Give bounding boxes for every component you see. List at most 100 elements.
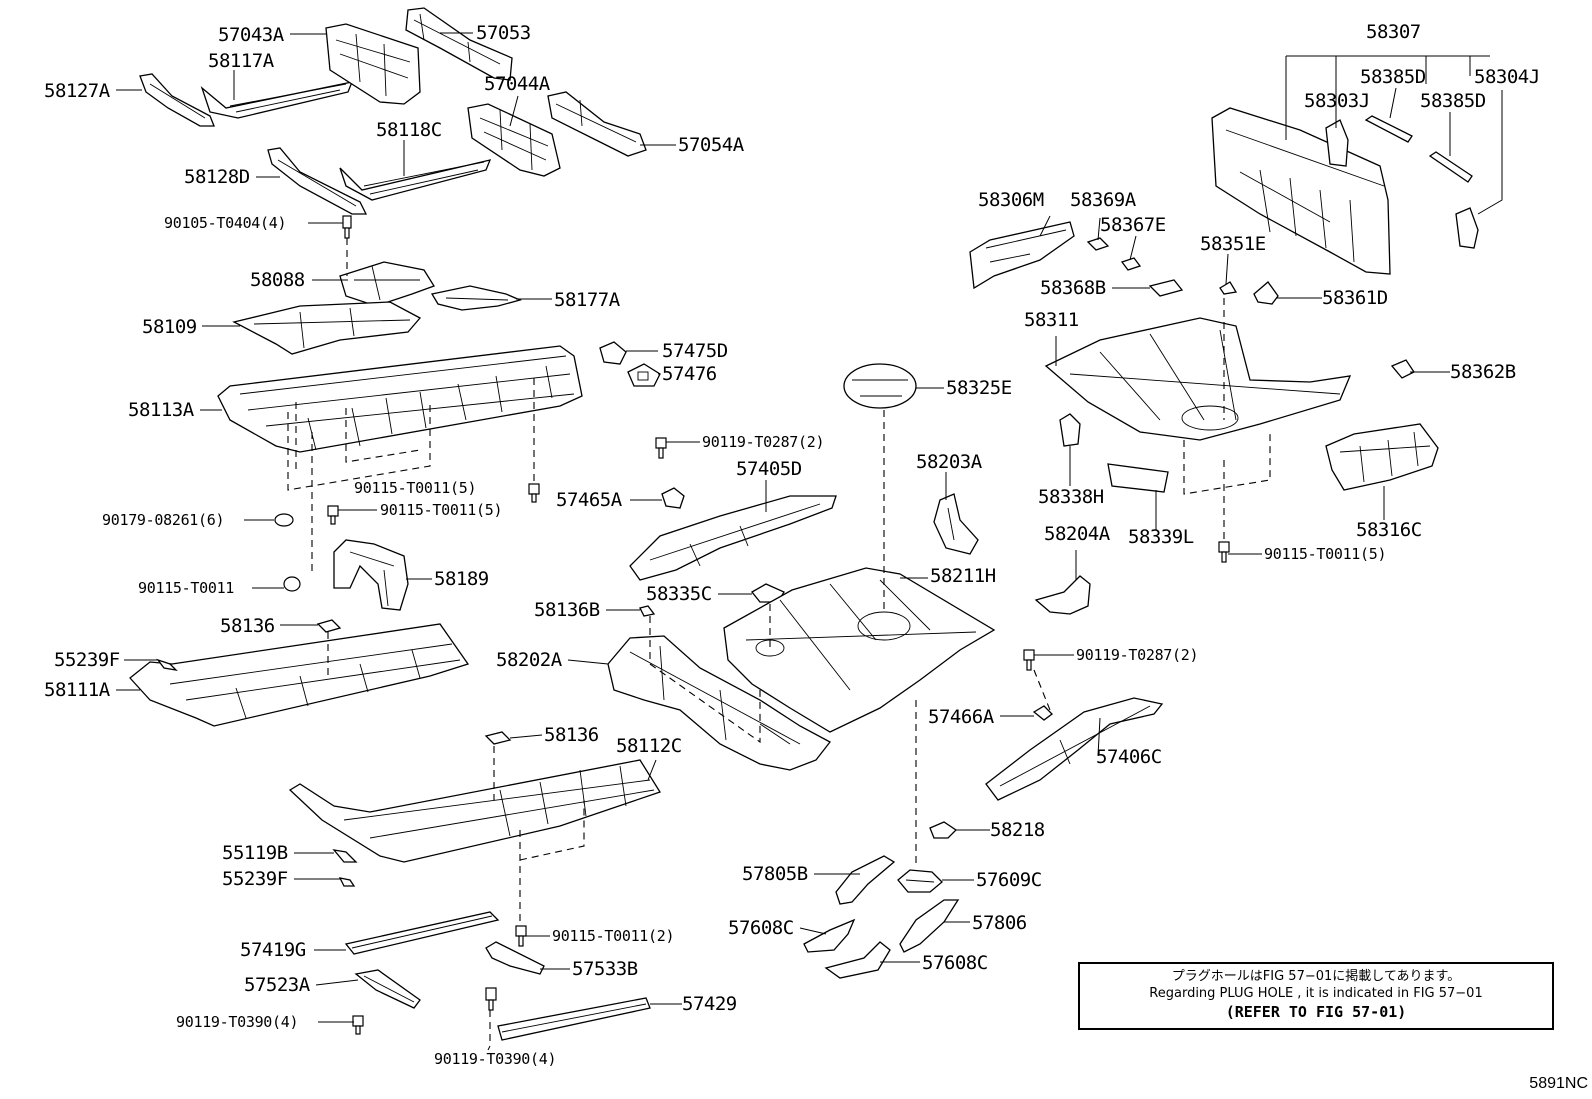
- part-58325E: [843, 363, 917, 409]
- label-55239F-b: 55239F: [222, 868, 288, 890]
- part-57043A: [325, 23, 421, 105]
- part-57806: [899, 899, 960, 953]
- label-58113A: 58113A: [128, 399, 194, 421]
- part-58385D-b: [1428, 151, 1473, 183]
- label-57466A: 57466A: [928, 706, 994, 728]
- part-57533B: [485, 941, 545, 975]
- part-58189: [333, 539, 409, 611]
- part-57054A: [547, 91, 647, 157]
- part-58368B: [1148, 279, 1184, 297]
- part-58203A: [933, 493, 979, 555]
- label-57806: 57806: [972, 912, 1027, 934]
- label-57419G: 57419G: [240, 939, 306, 961]
- label-58136-b: 58136: [544, 724, 599, 746]
- part-58307: [1211, 107, 1391, 275]
- label-58362B: 58362B: [1450, 361, 1516, 383]
- label-57476: 57476: [662, 363, 717, 385]
- alignment-lines: [287, 238, 1271, 1046]
- label-90115-T0011-5a: 90115-T0011(5): [354, 479, 477, 497]
- part-58304J: [1455, 207, 1479, 249]
- part-57523A: [354, 969, 421, 1009]
- part-58136b-shape: [484, 731, 512, 745]
- label-58361D: 58361D: [1322, 287, 1388, 309]
- part-57805B: [835, 855, 896, 905]
- label-58367E: 58367E: [1100, 214, 1166, 236]
- part-58109: [232, 301, 422, 355]
- part-55119B: [332, 849, 358, 863]
- part-58361D: [1253, 281, 1279, 305]
- note-line-jp: プラグホールはFIG 57−01に掲載してあります。: [1171, 969, 1461, 984]
- part-58112C: [288, 759, 661, 863]
- part-57466A: [1032, 705, 1053, 721]
- label-90115-T0011: 90115-T0011: [138, 579, 235, 597]
- part-57419G: [344, 911, 500, 955]
- label-57429: 57429: [682, 993, 737, 1015]
- label-57609C: 57609C: [976, 869, 1042, 891]
- part-58316C: [1325, 423, 1439, 491]
- label-90115-T0011-2: 90115-T0011(2): [552, 927, 675, 945]
- label-58304J: 58304J: [1474, 66, 1540, 88]
- label-90179-08261: 90179-08261(6): [102, 511, 225, 529]
- part-58311: [1044, 317, 1352, 441]
- reference-note-box: プラグホールはFIG 57−01に掲載してあります。 Regarding PLU…: [1078, 962, 1554, 1030]
- part-57476: [627, 363, 661, 387]
- label-58117A: 58117A: [208, 50, 274, 72]
- label-58218: 58218: [990, 819, 1045, 841]
- part-57465A: [661, 487, 685, 509]
- part-57406C: [985, 697, 1164, 801]
- label-57044A: 57044A: [484, 73, 550, 95]
- label-90119-T0287-b: 90119-T0287(2): [1076, 646, 1199, 664]
- label-90119-T0287-a: 90119-T0287(2): [702, 433, 825, 451]
- label-57523A: 57523A: [244, 974, 310, 996]
- label-58203A: 58203A: [916, 451, 982, 473]
- part-58136a-shape: [316, 619, 342, 633]
- label-57805B: 57805B: [742, 863, 808, 885]
- label-58316C: 58316C: [1356, 519, 1422, 541]
- part-58117A: [200, 81, 354, 119]
- label-58303J: 58303J: [1304, 90, 1370, 112]
- label-58118C: 58118C: [376, 119, 442, 141]
- label-57406C: 57406C: [1096, 746, 1162, 768]
- label-90119-T0390-a: 90119-T0390(4): [176, 1013, 299, 1031]
- label-57608C-a: 57608C: [728, 917, 794, 939]
- label-58351E: 58351E: [1200, 233, 1266, 255]
- label-57053: 57053: [476, 22, 531, 44]
- label-55239F-a: 55239F: [54, 649, 120, 671]
- part-58177A: [430, 285, 522, 311]
- label-55119B: 55119B: [222, 842, 288, 864]
- label-58136-a: 58136: [220, 615, 275, 637]
- label-90115-T0011-5c: 90115-T0011(5): [1264, 545, 1387, 563]
- part-57475D: [599, 341, 627, 365]
- label-57608C-b: 57608C: [922, 952, 988, 974]
- label-57043A: 57043A: [218, 24, 284, 46]
- label-58111A: 58111A: [44, 679, 110, 701]
- part-58136B: [639, 605, 656, 617]
- label-90105-T0404: 90105-T0404(4): [164, 214, 287, 232]
- label-58189: 58189: [434, 568, 489, 590]
- part-58338H: [1059, 413, 1081, 447]
- label-57465A: 57465A: [556, 489, 622, 511]
- label-58338H: 58338H: [1038, 486, 1104, 508]
- part-57608C-b: [824, 941, 891, 979]
- part-57609C: [897, 869, 943, 893]
- label-58325E: 58325E: [946, 377, 1012, 399]
- part-58218: [929, 821, 958, 839]
- label-58202A: 58202A: [496, 649, 562, 671]
- part-58369A: [1086, 237, 1110, 251]
- label-58385D-a: 58385D: [1360, 66, 1426, 88]
- part-57429: [497, 997, 651, 1041]
- label-58339L: 58339L: [1128, 526, 1194, 548]
- label-58128D: 58128D: [184, 166, 250, 188]
- label-58369A: 58369A: [1070, 189, 1136, 211]
- part-58339L: [1107, 463, 1169, 493]
- part-58111A: [129, 623, 470, 727]
- part-58303J: [1325, 119, 1349, 167]
- part-58367E: [1120, 257, 1142, 271]
- label-58088: 58088: [250, 269, 305, 291]
- part-58362B: [1390, 359, 1415, 379]
- label-90119-T0390-b: 90119-T0390(4): [434, 1050, 557, 1068]
- label-58211H: 58211H: [930, 565, 996, 587]
- label-90115-T0011-5b: 90115-T0011(5): [380, 501, 503, 519]
- part-58202A: [607, 635, 831, 771]
